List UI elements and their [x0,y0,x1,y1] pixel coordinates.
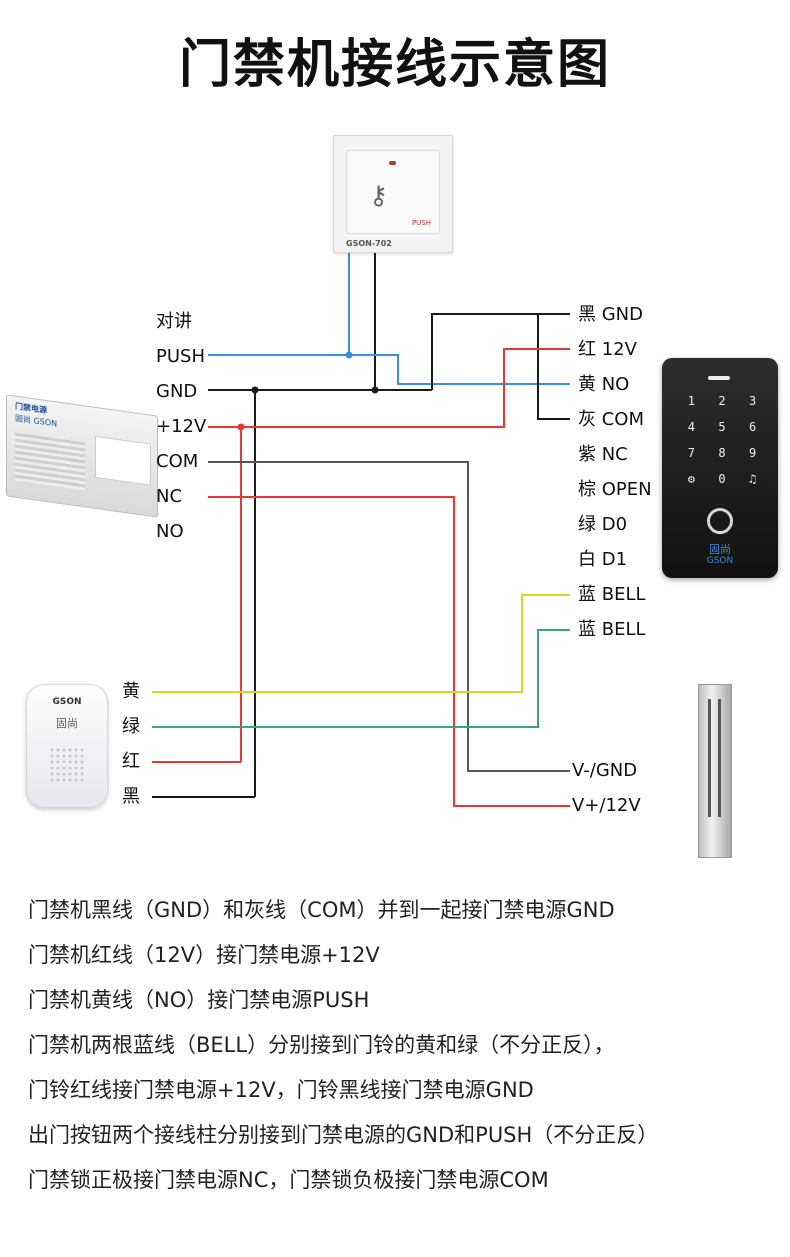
keypad-wire-open: 棕 OPEN [578,479,652,500]
exit-button-plate: ⚷ PUSH [346,150,440,234]
psu-terminal-com: COM [156,451,199,472]
keypad-logo-en: GSON [706,556,734,566]
psu-terminal-12v: +12V [156,416,207,437]
key-2: 2 [718,394,726,408]
doorbell-wire-black: 黑 [122,786,140,807]
key-1: 1 [687,394,695,408]
speaker-grill [49,747,85,783]
key-icon: ⚷ [369,181,389,211]
keypad-wire-no: 黄 NO [578,374,630,395]
wire-bell-green [152,629,570,728]
keypad-wire-d0: 绿 D0 [578,514,628,535]
psu-terminal-no: NO [156,521,184,542]
key-7: 7 [687,446,695,460]
power-supply: 门禁电源 固尚 GSON [6,394,158,518]
exit-button: ⚷ PUSH GSON-702 [333,135,453,253]
key-3: 3 [749,394,757,408]
maglock-wire-negative: V-/GND [572,760,638,781]
access-control-keypad: 1 2 3 4 5 6 7 8 9 ⚙ 0 ♫ 固尚 GSON [662,358,778,578]
wire-bell-yellow [152,594,570,693]
keypad-indicator [708,376,730,380]
wire-push [208,354,570,385]
exit-button-model: GSON-702 [346,239,392,248]
note-6: 出门按钮两个接线柱分别接到门禁电源的GND和PUSH（不分正反） [28,1123,659,1147]
doorbell-wire-green: 绿 [122,716,140,737]
key-0: 0 [718,472,726,486]
junction-gnd-exit [371,386,379,394]
keypad-logo-cn: 固尚 [709,543,731,556]
doorbell-brand: GSON [52,697,82,707]
wire-com-lock [208,461,570,772]
psu-sticker [95,435,151,486]
psu-vents [15,432,85,491]
maglock-groove [708,699,711,817]
note-1: 门禁机黑线（GND）和灰线（COM）并到一起接门禁电源GND [28,898,615,922]
bell-icon: ♫ [749,472,757,486]
key-6: 6 [749,420,757,434]
wire-12v [208,348,570,428]
doorbell-wire-yellow: 黄 [122,681,140,702]
key-5: 5 [718,420,726,434]
maglock-wire-positive: V+/12V [572,795,641,816]
keypad-wire-gnd: 黑 GND [578,304,643,325]
note-4: 门禁机两根蓝线（BELL）分别接到门铃的黄和绿（不分正反）， [28,1033,615,1057]
note-5: 门铃红线接门禁电源+12V，门铃黑线接门禁电源GND [28,1078,534,1102]
doorbell-wire-red: 红 [122,751,140,772]
junction-push [345,351,353,359]
wire-nc-lock [208,496,570,807]
psu-terminal-intercom: 对讲 [156,311,192,332]
wire-com-keypad [537,314,570,420]
keypad-wire-com: 灰 COM [578,409,644,430]
keypad-wire-d1: 白 D1 [578,549,628,570]
settings-icon: ⚙ [687,472,695,486]
status-led [389,161,396,165]
page-title: 门禁机接线示意图 [178,35,611,95]
psu-terminal-push: PUSH [156,346,205,367]
push-marking: PUSH [411,219,431,227]
psu-brand-en: 固尚 GSON [15,413,58,429]
magnetic-lock [698,684,732,858]
keypad-wire-bell-1: 蓝 BELL [578,584,646,605]
key-4: 4 [687,420,695,434]
key-9: 9 [749,446,757,460]
note-2: 门禁机红线（12V）接门禁电源+12V [28,943,380,967]
psu-terminal-nc: NC [156,486,183,507]
psu-terminal-gnd: GND [156,381,198,402]
wire-gnd-keypad [431,313,570,390]
keypad-wire-bell-2: 蓝 BELL [578,619,646,640]
keypad-keys: 1 2 3 4 5 6 7 8 9 ⚙ 0 ♫ [676,394,768,486]
note-3: 门禁机黄线（NO）接门禁电源PUSH [28,988,370,1012]
maglock-groove [718,699,721,817]
fingerprint-sensor [707,508,733,534]
keypad-wire-12v: 红 12V [578,339,637,360]
note-7: 门禁锁正极接门禁电源NC，门禁锁负极接门禁电源COM [28,1168,549,1192]
doorbell: GSON 固尚 [26,684,108,808]
key-8: 8 [718,446,726,460]
keypad-wire-nc: 紫 NC [578,444,628,465]
wiring-diagram [152,251,570,807]
doorbell-logo: 固尚 [56,717,78,730]
